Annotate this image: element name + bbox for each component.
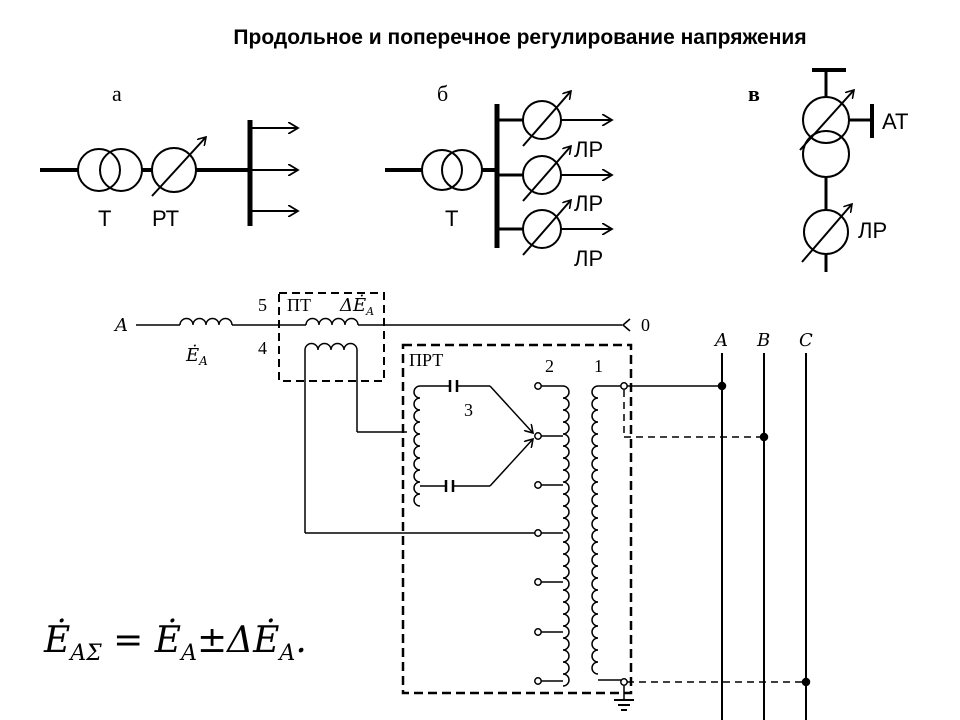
terminal-5: 5 [258,295,267,315]
panel-b-letter: б [437,81,448,106]
phase-in-label: A [113,315,128,336]
prt-excitation-coil [413,385,421,507]
tap-contact [534,529,542,537]
line-regulator-3 [522,209,562,249]
delta-emf-label: ΔĖA [339,293,374,318]
regulating-transformer-box [401,343,633,695]
panel-a-letter: а [112,81,122,106]
tap-contacts [534,382,542,685]
booster-excitation-winding [304,342,358,351]
label-lr-3: ЛР [574,246,603,271]
formula: ĖAΣ = ĖA±ΔĖA. [43,619,307,666]
emf-label: ĖA [185,343,208,368]
booster-series-winding [305,317,359,326]
booster-label: ПТ [287,295,311,315]
terminal-4: 4 [258,338,267,358]
label-t: Т [98,206,111,231]
booster-scheme: A 0 ĖA 5 4 ПТ ΔĖA ПРТ 2 1 [113,292,813,720]
label-lr-2: ЛР [574,191,603,216]
label-lr-v: ЛР [858,218,887,243]
panel-a: а Т РТ [40,81,298,231]
label-at: АТ [882,109,908,134]
primary-winding-1 [591,385,599,675]
panel-v: в АТ ЛР [748,68,908,272]
transformer-t-symbol-b [421,149,463,191]
booster-box [278,292,385,382]
winding-1-label: 1 [594,356,603,376]
bus-c-label: C [799,330,813,351]
label-rt: РТ [152,206,179,231]
regulator-label: ПРТ [409,350,443,370]
tap-contact [534,481,542,489]
tap-contact [534,628,542,636]
panel-v-letter: в [748,81,760,106]
tap-contact [534,382,542,390]
tap-contact [534,432,542,440]
tap-contact [534,578,542,586]
source-inductor [179,317,233,326]
bus-a-label: A [713,330,728,351]
label-t-b: Т [445,206,458,231]
transformer-t-symbol [77,148,121,192]
line-regulator-1 [522,100,562,140]
winding-3-label: 3 [464,400,473,420]
panel-b: б Т ЛР ЛР ЛР [385,81,612,271]
line-regulator-2 [522,155,562,195]
page-title: Продольное и поперечное регулирование на… [233,26,807,49]
tap-contact [534,677,542,685]
terminal-0: 0 [641,315,650,335]
label-lr-1: ЛР [574,137,603,162]
tapped-winding-2 [562,385,570,687]
bus-b-label: B [756,330,770,351]
winding-2-label: 2 [545,356,554,376]
